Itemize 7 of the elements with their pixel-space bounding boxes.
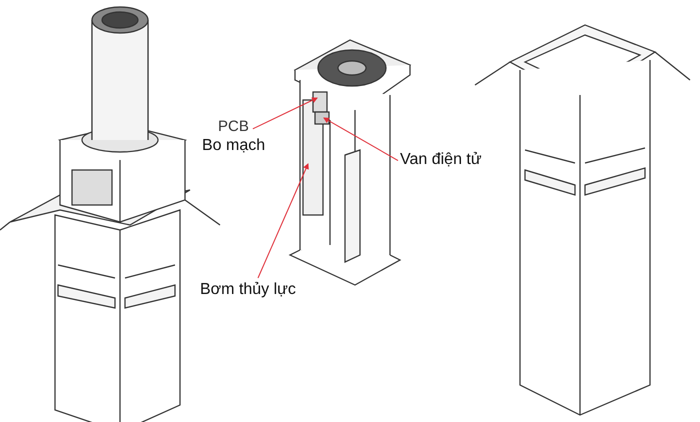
part-label: Bo mạch (202, 136, 266, 156)
part-code: PCB (218, 118, 249, 136)
leader-line (258, 163, 309, 278)
leader-line (323, 118, 398, 162)
part-label: Bơm thủy lực (200, 280, 296, 300)
part-label: Van điện tử (400, 150, 482, 170)
leader-line (252, 97, 318, 130)
